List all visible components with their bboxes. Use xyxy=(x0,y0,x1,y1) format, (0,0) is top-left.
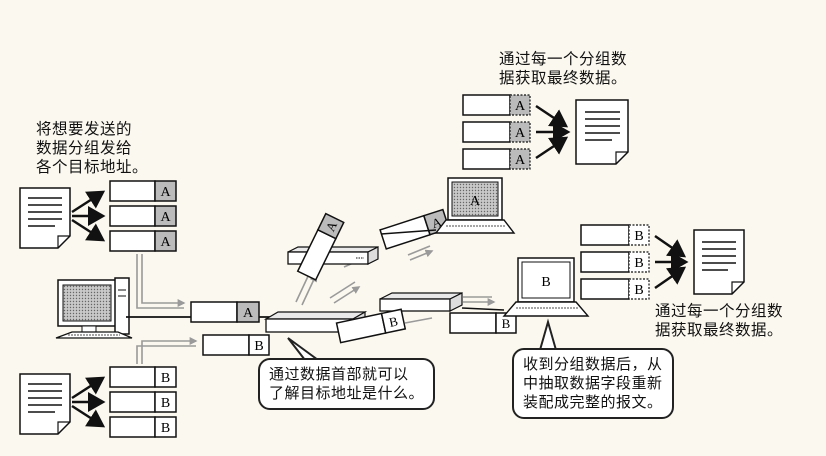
dest-packet-b-3: B xyxy=(580,278,650,300)
split-arrows-a xyxy=(71,190,106,242)
router-callout: 通过数据首部就可以 了解目标地址是什么。 xyxy=(258,358,436,410)
network-packet-b-flat-label: B xyxy=(502,316,511,331)
dest-packet-b-3-label: B xyxy=(634,283,643,298)
network-packet-a-vertical: A xyxy=(296,212,345,281)
network-packet-b-tilted-label: B xyxy=(388,313,400,330)
source-computer xyxy=(55,277,133,339)
dest-packet-a-2-label: A xyxy=(515,126,526,141)
packet-b-1-label: B xyxy=(161,371,170,386)
send-note-line-2: 数据分组发给 xyxy=(36,139,133,157)
laptop-b-label: B xyxy=(541,275,550,290)
top-note-line-1: 通过每一个分组数 xyxy=(499,50,628,68)
dest-packet-b-2-label: B xyxy=(634,256,643,271)
dest-packet-a-1-label: A xyxy=(515,99,526,114)
top-note: 通过每一个分组数 据获取最终数据。 xyxy=(499,50,627,88)
source-document-a xyxy=(19,187,71,249)
laptop-a-cable xyxy=(380,229,437,235)
laptop-a-label: A xyxy=(470,194,481,209)
send-note: 将想要发送的 数据分组发给 各个目标地址。 xyxy=(36,120,148,177)
dest-packet-b-1-label: B xyxy=(634,229,643,244)
wire-packet-b-label: B xyxy=(254,339,263,354)
wire-packet-a-label: A xyxy=(243,306,254,321)
packet-a-3-label: A xyxy=(160,235,171,250)
laptop-a: A xyxy=(434,177,516,234)
laptop-b-cable xyxy=(461,307,505,311)
right-note-line-2: 据获取最终数据。 xyxy=(655,321,784,339)
dest-packet-a-3-label: A xyxy=(515,153,526,168)
packet-b-3: B xyxy=(109,416,177,438)
receive-callout: 收到分组数据后，从 中抽取数据字段重新 装配成完整的报文。 xyxy=(512,348,674,419)
router-callout-pointer xyxy=(287,337,322,361)
dest-packet-a-3: A xyxy=(462,148,531,170)
dest-packet-a-2: A xyxy=(462,121,531,143)
packet-b-3-label: B xyxy=(161,421,170,436)
packet-b-1: B xyxy=(109,366,177,388)
packet-b-2-label: B xyxy=(161,396,170,411)
packet-b-2: B xyxy=(109,391,177,413)
send-note-line-1: 将想要发送的 xyxy=(36,120,133,138)
receive-callout-line-1: 收到分组数据后，从 xyxy=(523,355,663,373)
router-2 xyxy=(287,246,379,265)
router-callout-line-2: 了解目标地址是什么。 xyxy=(269,384,425,402)
result-document-b xyxy=(693,229,745,295)
top-note-line-2: 据获取最终数据。 xyxy=(499,69,628,87)
packet-a-2: A xyxy=(109,205,177,227)
dest-packet-a-1: A xyxy=(462,94,531,116)
packet-a-2-label: A xyxy=(160,210,171,225)
dest-packet-b-1: B xyxy=(580,224,650,246)
wire-packet-a: A xyxy=(190,301,260,323)
wire-packet-b: B xyxy=(202,334,270,356)
laptop-b: B xyxy=(502,257,590,317)
packet-a-3: A xyxy=(109,230,177,252)
receive-callout-line-3: 装配成完整的报文。 xyxy=(523,393,663,411)
right-note: 通过每一个分组数 据获取最终数据。 xyxy=(655,302,783,340)
network-packet-b-flat: B xyxy=(449,312,517,334)
merge-arrows-b xyxy=(654,234,689,290)
network-packet-b-tilted: B xyxy=(335,308,407,344)
receive-callout-line-2: 中抽取数据字段重新 xyxy=(523,374,663,392)
right-note-line-1: 通过每一个分组数 xyxy=(655,302,784,320)
source-document-b xyxy=(19,373,71,435)
dest-packet-b-2: B xyxy=(580,251,650,273)
merge-arrows-a xyxy=(535,104,571,160)
packet-a-1-label: A xyxy=(160,185,171,200)
split-arrows-b xyxy=(71,376,106,428)
router-3 xyxy=(379,292,463,312)
result-document-a xyxy=(575,99,629,165)
send-note-line-3: 各个目标地址。 xyxy=(36,158,149,176)
router-callout-line-1: 通过数据首部就可以 xyxy=(269,365,409,383)
packet-a-1: A xyxy=(109,180,177,202)
receive-callout-pointer xyxy=(538,318,558,351)
